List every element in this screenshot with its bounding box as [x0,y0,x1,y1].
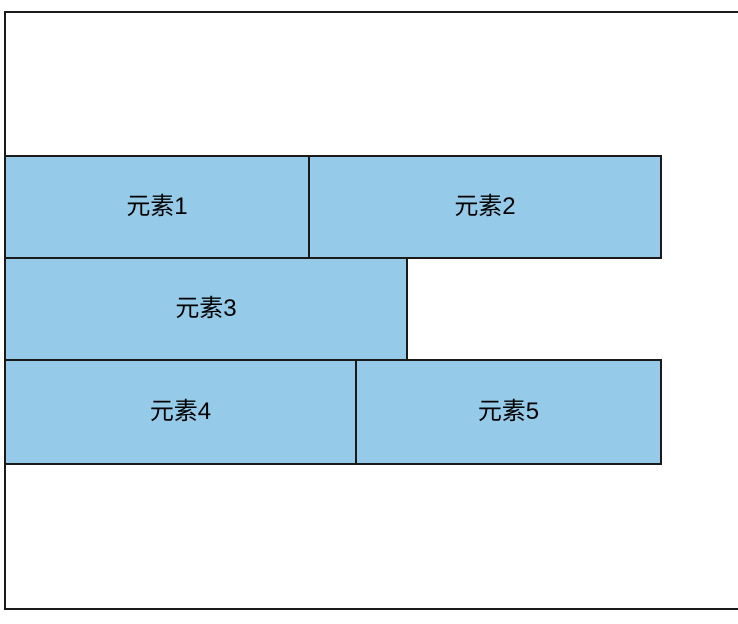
element-box-4: 元素4 [4,359,357,465]
element-2-label: 元素2 [454,193,516,220]
element-box-5: 元素5 [355,359,662,465]
element-box-1: 元素1 [4,155,310,259]
element-5-label: 元素5 [477,398,540,425]
element-3-label: 元素3 [175,295,237,322]
element-box-3: 元素3 [4,257,408,361]
element-4-label: 元素4 [149,398,212,425]
element-1-label: 元素1 [126,193,188,220]
element-box-2: 元素2 [308,155,662,259]
